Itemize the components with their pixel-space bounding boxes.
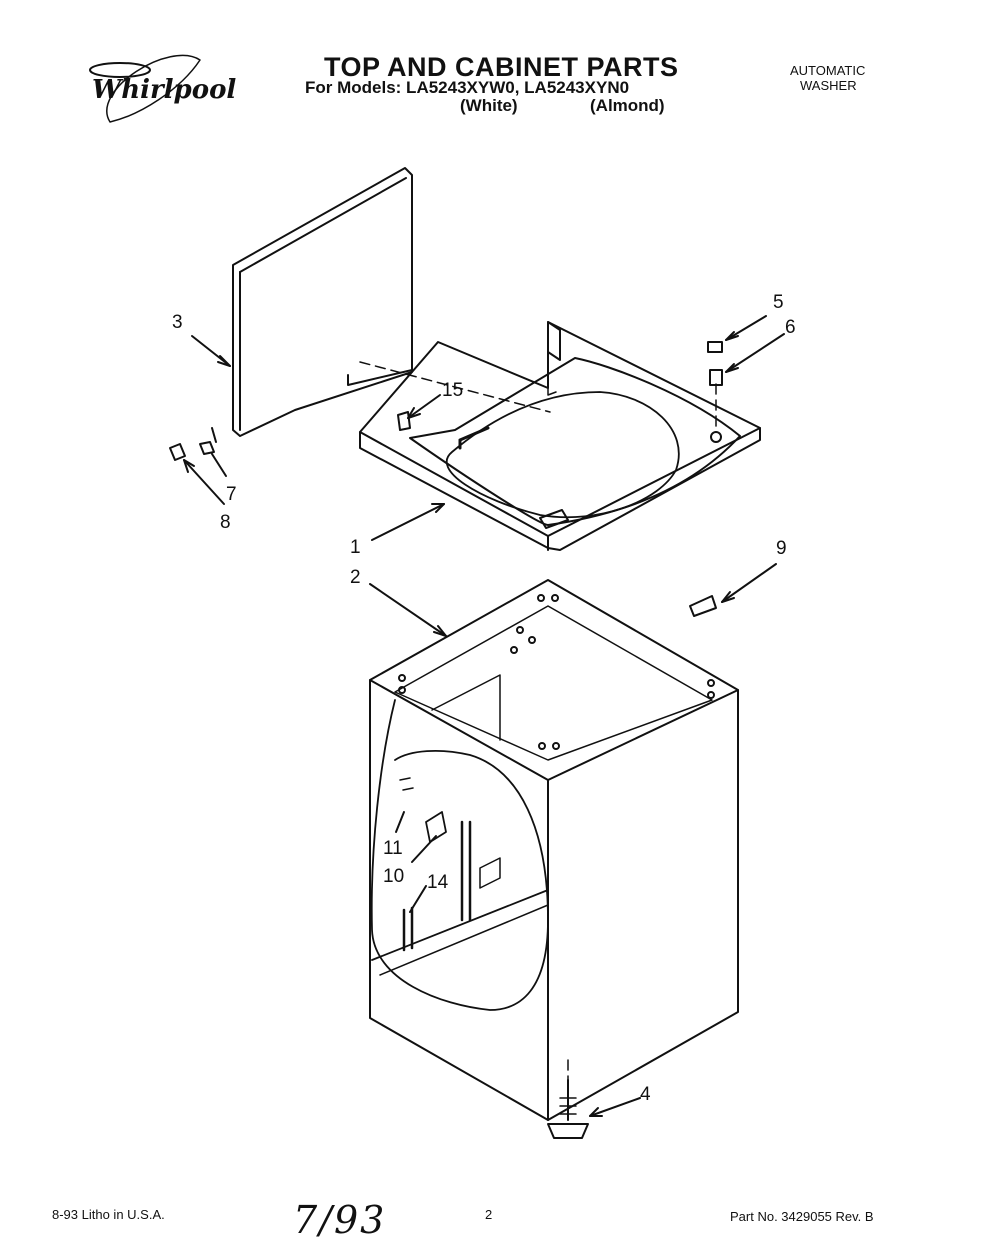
variant-white: (White) [460, 96, 518, 115]
callout-11: 11 [383, 838, 403, 859]
callout-15: 15 [442, 380, 463, 401]
callout-8: 8 [220, 512, 231, 533]
category-label-line2: WASHER [800, 78, 857, 93]
leader-arrows [183, 315, 785, 1117]
hardware-parts [169, 341, 723, 1139]
callout-6: 6 [785, 317, 796, 338]
footer-handwritten-date: 7/93 [293, 1198, 387, 1242]
variant-almond: (Almond) [590, 96, 665, 115]
page-title: TOP AND CABINET PARTS [324, 52, 679, 82]
models-line: For Models: LA5243XYW0, LA5243XYN0 [305, 78, 630, 97]
callout-5: 5 [773, 292, 784, 313]
lid-part [232, 167, 413, 437]
brand-logo-text: Whirlpool [92, 75, 236, 105]
callout-14: 14 [427, 872, 449, 893]
callout-7: 7 [226, 484, 237, 505]
footer-page-number: 2 [485, 1207, 493, 1222]
callout-2: 2 [350, 567, 361, 588]
top-frame-part [359, 321, 761, 551]
alignment-lines [359, 361, 717, 1081]
whirlpool-logo: Whirlpool [89, 54, 236, 123]
callout-10: 10 [383, 866, 404, 887]
callout-4: 4 [640, 1084, 651, 1105]
cabinet-part [369, 579, 739, 1121]
callout-3: 3 [172, 312, 183, 333]
category-label-line1: AUTOMATIC [790, 63, 866, 78]
footer-part-number: Part No. 3429055 Rev. B [730, 1209, 874, 1224]
callout-1: 1 [350, 537, 361, 558]
callout-9: 9 [776, 538, 787, 559]
footer-print-date: 8-93 Litho in U.S.A. [52, 1207, 165, 1222]
